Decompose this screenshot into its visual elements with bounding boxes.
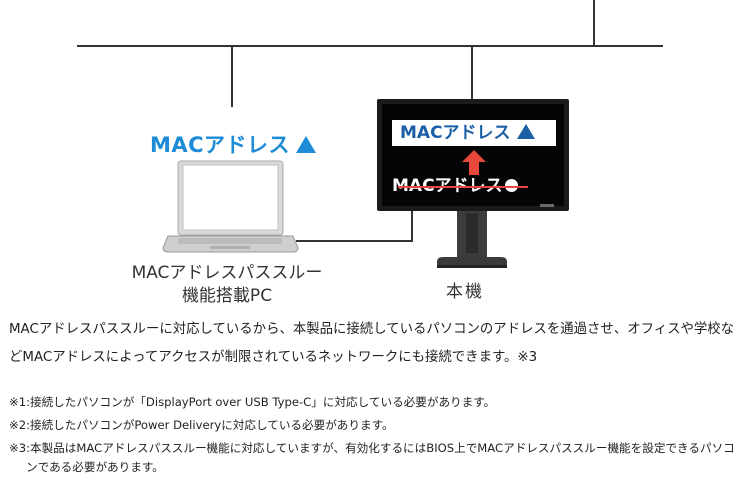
monitor-new-mac-address-label: MACアドレス (392, 120, 556, 146)
network-diagram: MACアドレス MACアドレス MACアドレス MACアドレスパススルー 機能搭… (77, 0, 663, 306)
footnotes: ※1:接続したパソコンが「DisplayPort over USB Type-C… (9, 393, 737, 481)
strikethrough-line (398, 186, 528, 188)
laptop-mac-address-label: MACアドレス (150, 129, 350, 159)
footnote-3: ※3:本製品はMACアドレスパススルー機能に対応していますが、有効化するにはBI… (9, 441, 735, 474)
laptop-icon (162, 160, 299, 253)
footnote-1: ※1:接続したパソコンが「DisplayPort over USB Type-C… (9, 395, 496, 409)
footnote-2: ※2:接続したパソコンがPower Deliveryに対応している必要があります… (9, 418, 394, 432)
monitor-caption: 本機 (446, 282, 484, 302)
description-text: MACアドレスパススルーに対応しているから、本製品に接続しているパソコンのアドレ… (9, 322, 735, 365)
circle-icon (504, 179, 518, 192)
arrow-up-icon (462, 150, 486, 175)
triangle-up-icon (516, 124, 535, 139)
laptop-caption: MACアドレスパススルー 機能搭載PC (131, 263, 323, 306)
triangle-up-icon (296, 136, 317, 153)
usb-cable-line (296, 211, 413, 242)
